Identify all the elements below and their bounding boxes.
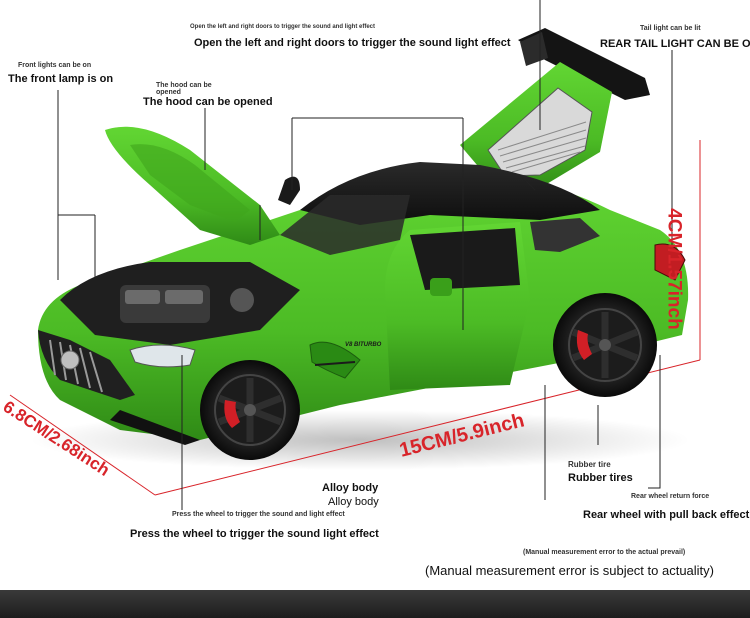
tire-label: Rubber tires bbox=[568, 472, 633, 484]
hood-label-small: The hood can be opened bbox=[156, 82, 212, 96]
rear-wheel bbox=[553, 293, 657, 397]
v8-badge: V8 BITURBO bbox=[345, 342, 382, 348]
body-label: Alloy body bbox=[328, 496, 379, 508]
front-wheel bbox=[200, 360, 300, 460]
rear-label: Rear wheel with pull back effect bbox=[583, 509, 750, 521]
open-trunk-lid bbox=[460, 62, 612, 192]
tail-label: REAR TAIL LIGHT CAN BE ON bbox=[600, 38, 750, 50]
body-label-small: Alloy body bbox=[322, 482, 379, 494]
front-fascia bbox=[38, 330, 200, 445]
wheel-label: Press the wheel to trigger the sound lig… bbox=[130, 528, 379, 540]
windshield bbox=[278, 176, 410, 255]
callout-lines bbox=[57, 0, 673, 510]
doors-label: Open the left and right doors to trigger… bbox=[194, 37, 511, 49]
car-body bbox=[38, 170, 689, 440]
open-hood bbox=[105, 126, 280, 245]
note-label: (Manual measurement error is subject to … bbox=[425, 563, 715, 578]
bottom-band bbox=[0, 590, 750, 618]
engine-bay bbox=[60, 262, 300, 345]
wheel-label-small: Press the wheel to trigger the sound and… bbox=[172, 511, 345, 518]
tail-light bbox=[654, 243, 686, 281]
rear-side-window bbox=[530, 218, 600, 252]
front-label: The front lamp is on bbox=[8, 73, 114, 85]
tail-label-small: Tail light can be lit bbox=[640, 25, 701, 32]
tire-label-small: Rubber tire bbox=[568, 460, 611, 469]
hood-label: The hood can be opened bbox=[143, 96, 273, 108]
rear-wing bbox=[518, 28, 650, 100]
height-dimension: 4CM/1.57inch bbox=[663, 208, 685, 330]
doors-label-small: Open the left and right doors to trigger… bbox=[190, 24, 375, 30]
open-door bbox=[385, 222, 530, 390]
front-label-small: Front lights can be on bbox=[18, 62, 92, 69]
rear-label-small: Rear wheel return force bbox=[631, 493, 710, 500]
note-label-small: (Manual measurement error to the actual … bbox=[523, 549, 686, 556]
